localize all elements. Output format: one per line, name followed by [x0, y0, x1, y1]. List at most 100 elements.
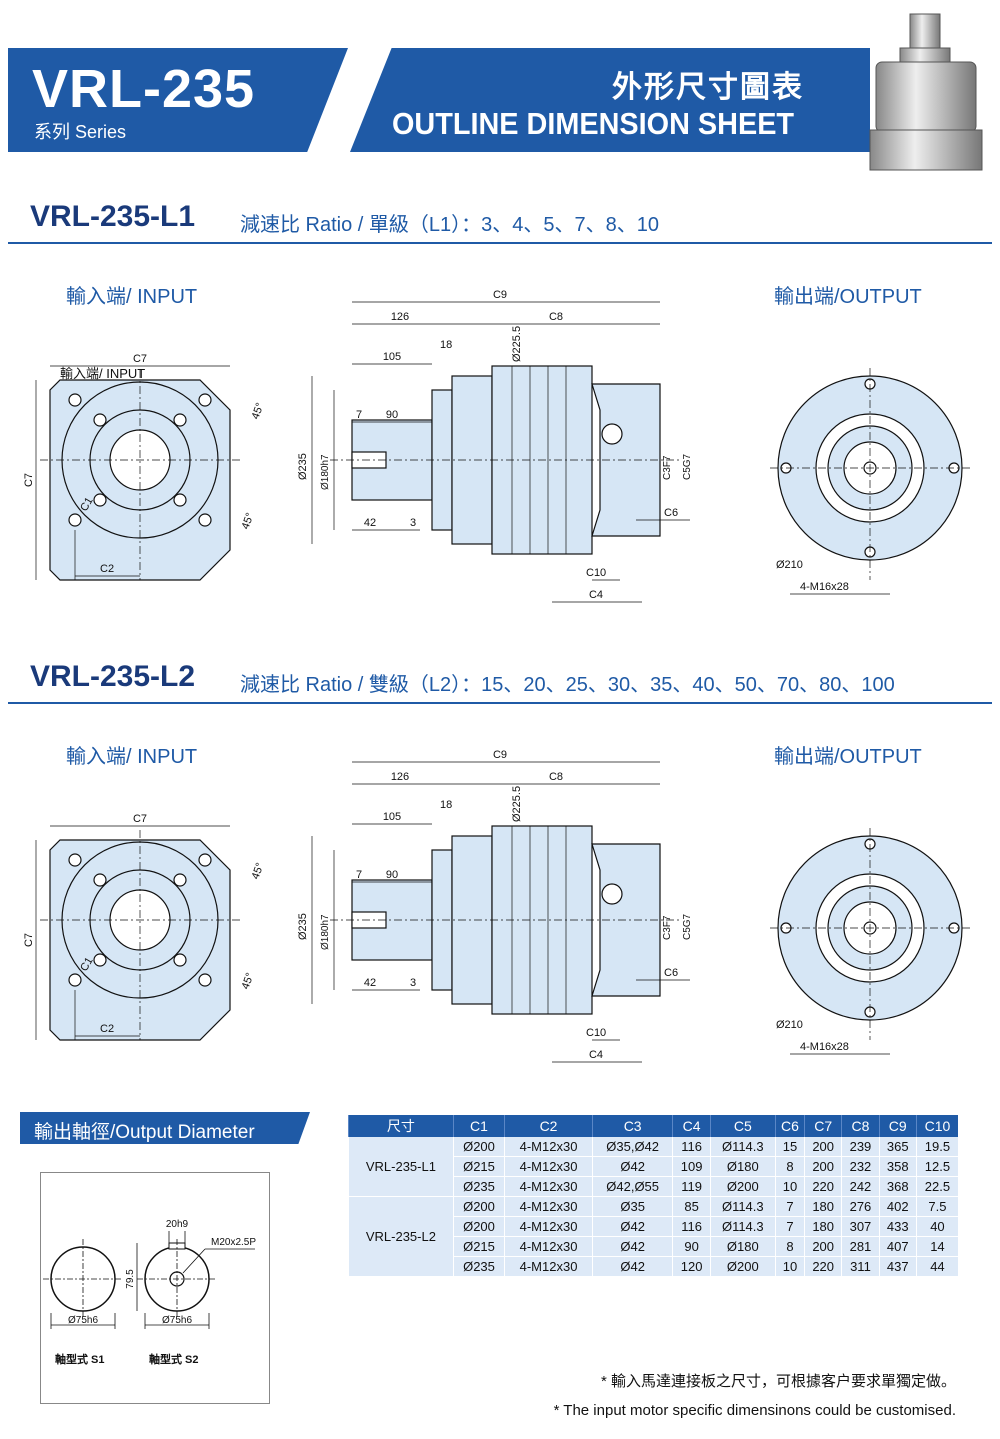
spec-cell: Ø42: [591, 1156, 673, 1177]
spec-cell: Ø114.3: [709, 1137, 776, 1157]
spec-cell: Ø42: [591, 1216, 673, 1237]
dim-c4: C4: [589, 589, 603, 601]
spec-cell: Ø235: [452, 1176, 505, 1197]
dim-42: 42: [364, 517, 376, 529]
s2-label: 軸型式 S2: [149, 1352, 199, 1366]
spec-cell: 239: [841, 1137, 880, 1157]
spec-header-cell: C3: [591, 1115, 673, 1137]
input-view-label: 輸入端/ INPUT: [66, 286, 198, 308]
sheet-title-en: OUTLINE DIMENSION SHEET: [392, 106, 795, 141]
spec-cell: 7.5: [915, 1196, 958, 1217]
spec-header-cell: C9: [878, 1115, 917, 1137]
output-diameter-tab: 輸出軸徑/Output Diameter: [20, 1112, 310, 1144]
spec-header-cell: C7: [804, 1115, 842, 1137]
dim-c7-side: C7: [23, 473, 35, 487]
dim-c3: C3F7: [662, 455, 673, 480]
dim-angle-bottom: 45°: [240, 971, 257, 991]
spec-cell: 4-M12x30: [504, 1256, 593, 1277]
s2-key-width: 20h9: [166, 1219, 189, 1230]
spec-cell: Ø200: [709, 1176, 776, 1197]
dim-225: Ø225.5: [511, 786, 523, 822]
spec-cell: 4-M12x30: [504, 1236, 593, 1257]
spec-cell: 307: [841, 1216, 880, 1237]
section-model: VRL-235-L1: [30, 200, 196, 233]
spec-cell: 44: [915, 1256, 958, 1277]
spec-cell: 311: [841, 1256, 880, 1277]
output-view-label: 輸出端/OUTPUT: [774, 746, 922, 768]
section-divider: [8, 242, 992, 244]
spec-cell: 109: [672, 1156, 711, 1177]
dim-3: 3: [410, 517, 416, 529]
dim-180: Ø180h7: [320, 914, 331, 950]
spec-cell: 15: [774, 1137, 805, 1157]
spec-header-cell: C2: [504, 1115, 593, 1137]
header-banner-right: [350, 48, 870, 152]
dim-42: 42: [364, 977, 376, 989]
spec-cell: 365: [878, 1137, 917, 1157]
dim-c7-side: C7: [23, 933, 35, 947]
spec-cell: Ø200: [452, 1216, 505, 1237]
dim-c9: C9: [493, 749, 507, 761]
spec-cell: Ø215: [452, 1156, 505, 1177]
dim-c6: C6: [664, 507, 678, 519]
output-shaft-drawing: Ø75h6 20h9 M20x2.5P 79.5 Ø75h6 軸型式 S1 軸型…: [43, 1219, 256, 1366]
dim-210: Ø210: [776, 1019, 803, 1031]
spec-cell: 242: [841, 1176, 880, 1197]
spec-cell: 14: [915, 1236, 958, 1257]
spec-cell: 200: [804, 1156, 842, 1177]
s2-thread: M20x2.5P: [211, 1237, 256, 1248]
spec-cell: 10: [774, 1176, 805, 1197]
spec-cell: 22.5: [915, 1176, 958, 1197]
dim-7: 7: [356, 869, 362, 881]
dim-235: Ø235: [297, 453, 309, 480]
spec-cell: 220: [804, 1256, 842, 1277]
spec-cell: Ø114.3: [709, 1216, 776, 1237]
dim-90: 90: [386, 409, 398, 421]
spec-cell: 4-M12x30: [504, 1216, 593, 1237]
spec-cell: Ø114.3: [709, 1196, 776, 1217]
dim-c2: C2: [100, 1023, 114, 1035]
dim-235: Ø235: [297, 913, 309, 940]
spec-cell: Ø42,Ø55: [591, 1176, 673, 1197]
model-series: 系列 Series: [34, 122, 127, 142]
dim-225: Ø225.5: [511, 326, 523, 362]
dim-c4: C4: [589, 1049, 603, 1061]
dim-18: 18: [440, 339, 452, 351]
spec-cell: Ø42: [591, 1256, 673, 1277]
output-diameter-box: Ø75h6 20h9 M20x2.5P 79.5 Ø75h6 軸型式 S1 軸型…: [40, 1172, 270, 1404]
spec-cell: 437: [878, 1256, 917, 1277]
dim-c2: C2: [100, 563, 114, 575]
spec-cell: 433: [878, 1216, 917, 1237]
spec-model-cell: VRL-235-L1: [348, 1137, 454, 1197]
spec-cell: 4-M12x30: [504, 1176, 593, 1197]
spec-cell: 200: [804, 1137, 842, 1157]
spec-cell: 40: [915, 1216, 958, 1237]
spec-cell: Ø215: [452, 1236, 505, 1257]
section-model: VRL-235-L2: [30, 660, 196, 693]
front-input-label: 輸入端/ INPUT: [60, 366, 145, 381]
section-divider: [8, 702, 992, 704]
spec-cell: 200: [804, 1236, 842, 1257]
dim-105: 105: [383, 351, 401, 363]
spec-cell: 368: [878, 1176, 917, 1197]
dim-90: 90: [386, 869, 398, 881]
spec-cell: Ø200: [709, 1256, 776, 1277]
spec-cell: 276: [841, 1196, 880, 1217]
spec-cell: Ø180: [709, 1236, 776, 1257]
dim-angle-bottom: 45°: [240, 511, 257, 531]
spec-cell: 19.5: [915, 1137, 958, 1157]
spec-model-cell: VRL-235-L2: [348, 1196, 454, 1277]
spec-cell: 116: [672, 1216, 711, 1237]
spec-cell: 180: [804, 1216, 842, 1237]
spec-header-cell: 尺寸: [348, 1115, 454, 1137]
